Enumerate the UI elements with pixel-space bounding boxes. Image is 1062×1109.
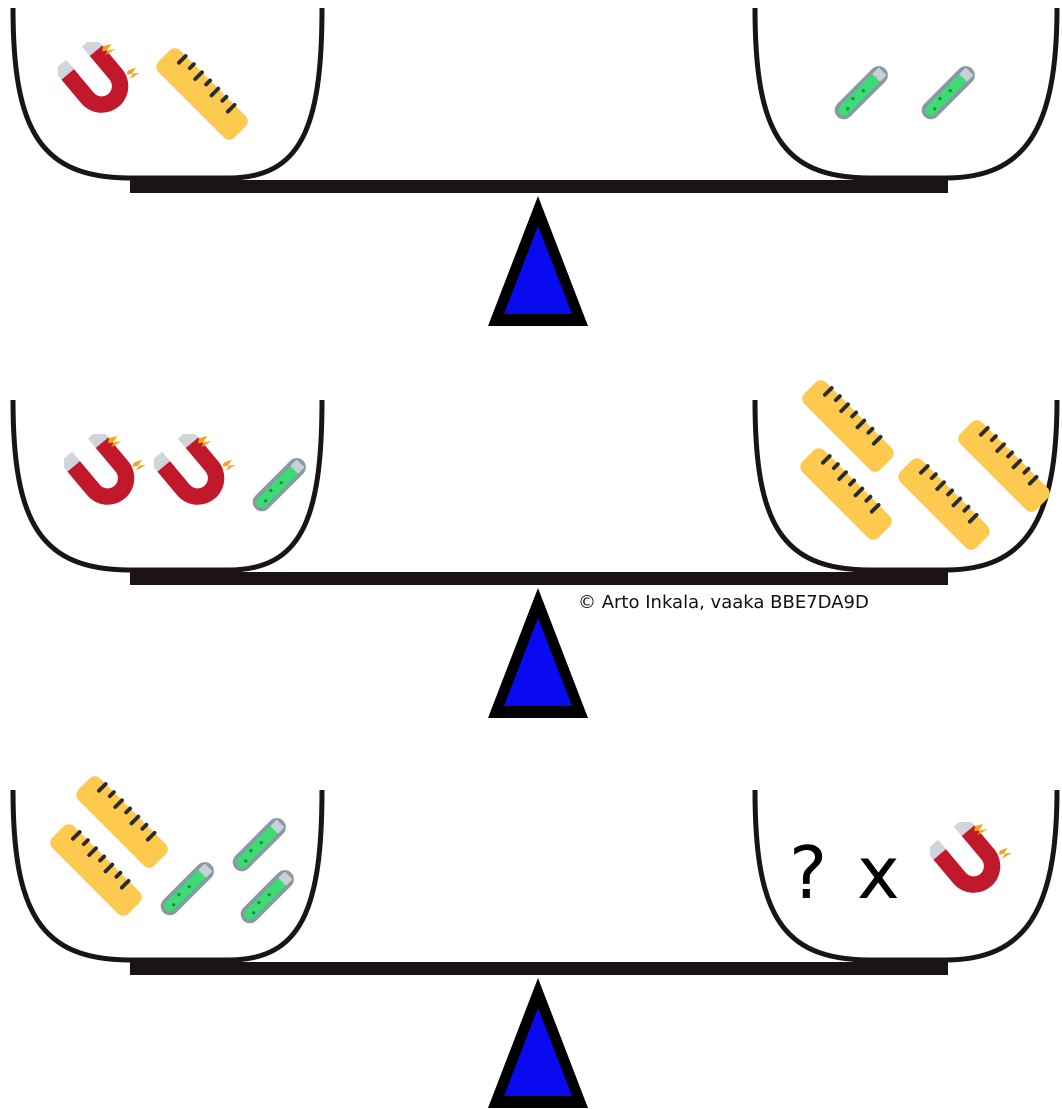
- test-tube-icon: [156, 858, 218, 920]
- magnet-icon: [930, 822, 1012, 904]
- beam: [130, 180, 948, 193]
- beam: [130, 572, 948, 585]
- pan-left: [10, 7, 325, 181]
- question-mark: ?: [789, 831, 827, 915]
- scale-1: [10, 7, 1060, 326]
- magnet-icon: [64, 434, 146, 516]
- pan-right: [752, 7, 1060, 181]
- pan-right: [752, 789, 1060, 963]
- ruler-icon: [896, 456, 992, 552]
- beam: [130, 962, 948, 975]
- magnet-icon: [154, 434, 236, 516]
- fulcrum-fill: [504, 618, 572, 706]
- ruler-icon: [154, 46, 250, 142]
- pan-left: [10, 789, 325, 963]
- scale-3: ? x: [10, 774, 1060, 1108]
- test-tube-icon: [248, 454, 310, 516]
- test-tube-icon: [228, 814, 290, 876]
- pan-left: [10, 399, 325, 573]
- scale-2: [10, 378, 1060, 718]
- test-tube-icon: [236, 866, 298, 928]
- test-tube-icon: [917, 62, 979, 124]
- fulcrum-fill: [504, 226, 572, 314]
- fulcrum-fill: [504, 1008, 572, 1096]
- times-operator: x: [857, 831, 900, 915]
- copyright-notice: © Arto Inkala, vaaka BBE7DA9D: [578, 592, 869, 613]
- test-tube-icon: [830, 62, 892, 124]
- magnet-icon: [58, 42, 140, 124]
- ruler-icon: [956, 418, 1052, 514]
